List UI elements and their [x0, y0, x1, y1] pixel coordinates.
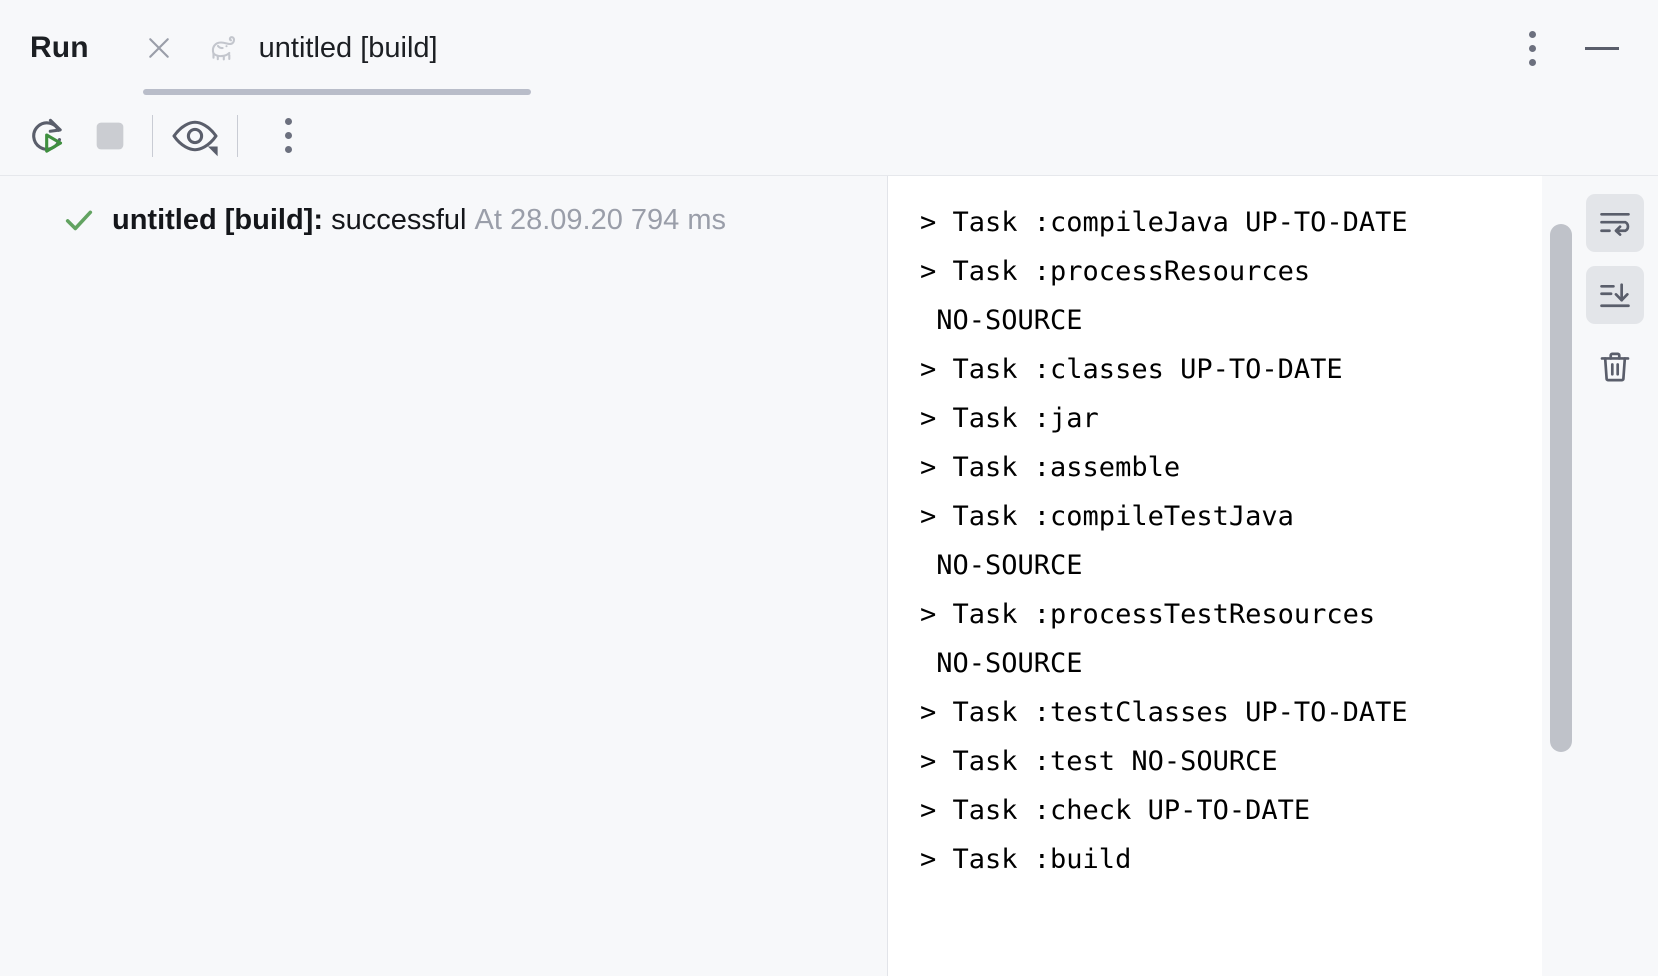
build-tree-panel: untitled [build]: successful At 28.09.20… [0, 176, 888, 976]
console-line: > Task :compileJava UP-TO-DATE [920, 207, 1408, 238]
toolbar-separator-2 [237, 114, 238, 157]
header-actions [1510, 26, 1624, 70]
tool-window-header: Run untitled [build] [0, 0, 1658, 96]
console-line: NO-SOURCE [920, 305, 1083, 336]
tab-active-indicator [143, 89, 531, 95]
success-check-icon [62, 203, 96, 237]
console-line: > Task :processResources [920, 256, 1311, 287]
tab-label: untitled [build] [258, 31, 438, 64]
soft-wrap-icon[interactable] [1586, 194, 1644, 252]
console-line: > Task :processTestResources [920, 599, 1376, 630]
console-line: > Task :compileTestJava [920, 501, 1294, 532]
run-toolbar [0, 96, 1658, 176]
build-status-text: untitled [build]: successful At 28.09.20… [112, 202, 726, 238]
console-line: > Task :test NO-SOURCE [920, 746, 1278, 777]
console-area: > Task :compileJava UP-TO-DATE > Task :pr… [888, 176, 1658, 976]
console-line: NO-SOURCE [920, 550, 1083, 581]
console-side-toolbar [1542, 176, 1658, 976]
scroll-to-end-icon[interactable] [1586, 266, 1644, 324]
toolbar-separator [152, 114, 153, 157]
build-timestamp: At 28.09.20 794 ms [474, 204, 727, 236]
clear-all-trash-icon[interactable] [1586, 338, 1644, 396]
console-output[interactable]: > Task :compileJava UP-TO-DATE > Task :pr… [888, 176, 1542, 976]
page-title: Run [30, 31, 89, 64]
console-text: > Task :compileJava UP-TO-DATE > Task :pr… [888, 198, 1542, 884]
build-result: successful [331, 204, 467, 236]
close-icon[interactable] [139, 28, 179, 68]
rerun-icon[interactable] [20, 108, 76, 164]
console-line: > Task :check UP-TO-DATE [920, 795, 1311, 826]
eye-view-icon[interactable] [167, 108, 223, 164]
console-line: > Task :build [920, 844, 1132, 875]
scrollbar-thumb[interactable] [1550, 224, 1572, 752]
console-line: NO-SOURCE [920, 648, 1083, 679]
console-line: > Task :classes UP-TO-DATE [920, 354, 1343, 385]
minimize-icon[interactable] [1580, 26, 1624, 70]
tab-untitled-build[interactable]: untitled [build] [201, 27, 442, 69]
build-name: untitled [build]: [112, 204, 323, 236]
console-line: > Task :assemble [920, 452, 1181, 483]
console-line: > Task :jar [920, 403, 1099, 434]
more-options-icon[interactable] [1510, 26, 1554, 70]
gradle-elephant-icon [205, 31, 245, 65]
console-scrollbar[interactable] [1550, 176, 1572, 976]
console-line: > Task :testClasses UP-TO-DATE [920, 697, 1408, 728]
stop-icon[interactable] [82, 108, 138, 164]
run-body: untitled [build]: successful At 28.09.20… [0, 176, 1658, 976]
toolbar-more-icon[interactable] [260, 108, 316, 164]
build-status-row[interactable]: untitled [build]: successful At 28.09.20… [0, 196, 887, 244]
